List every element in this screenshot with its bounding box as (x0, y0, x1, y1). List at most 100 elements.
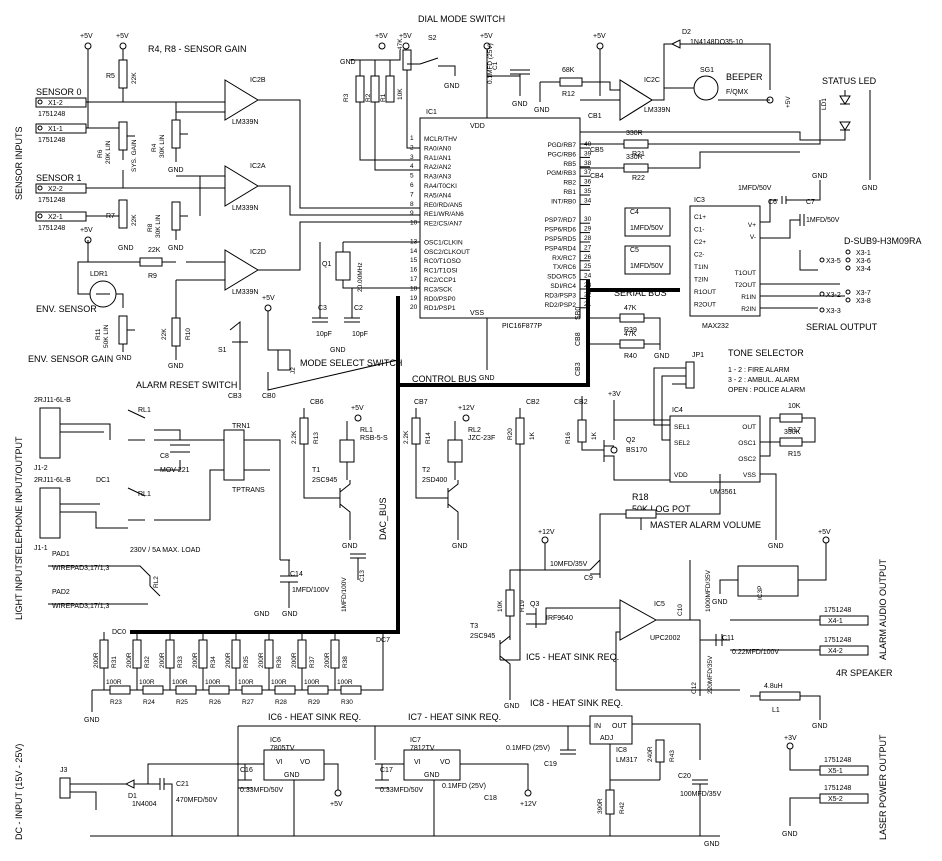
r7-label: R7 (106, 213, 115, 220)
sensor1-label: SENSOR 1 (36, 173, 82, 183)
c11-value: 0.22MFD/100V (732, 649, 779, 656)
t2-label: T2 (422, 467, 430, 474)
ic5-part: UPC2002 (650, 635, 680, 642)
dac-resistor-vertical (231, 639, 241, 669)
cb2-label-b: CB2 (574, 399, 588, 406)
ic6-part: 7805TV (270, 745, 295, 752)
gnd-label: GND (168, 363, 184, 370)
gnd-label: GND (712, 599, 728, 606)
ld1-label: LD1 (821, 98, 828, 110)
c19-label: C19 (544, 761, 557, 768)
volume-wires (599, 474, 721, 560)
r12-label: R12 (562, 91, 575, 98)
dac-resistor-label: R27 (242, 699, 254, 706)
dac-resistor-value: 100R (205, 679, 221, 686)
gnd-label: GND (168, 245, 184, 252)
d2-label: D2 (682, 29, 691, 36)
resistor-r15 (779, 437, 803, 447)
ic1-left-pin-number: 10 (410, 220, 418, 227)
crystal-q1 (335, 251, 351, 281)
power-terminal (84, 236, 92, 244)
r16-value: 1K (591, 431, 598, 440)
capacitor-c11 (700, 634, 730, 646)
dac-resistor-label: R32 (144, 656, 151, 668)
c4-value: 1MFD/50V (630, 225, 664, 232)
x3-7-label: X3-7 (856, 290, 871, 297)
v3-label-b: +3V (784, 735, 797, 742)
ldr1-label: LDR1 (90, 271, 108, 278)
trn1-label: TRN1 (232, 423, 250, 430)
dac-resistor-horizontal (175, 685, 197, 695)
v5-label: +5V (399, 33, 412, 40)
cb2-label: CB2 (526, 399, 540, 406)
dac-resistor-label: R31 (111, 656, 118, 668)
gnd-label: GND (534, 107, 550, 114)
r3-label: R3 (343, 93, 350, 102)
l1-value: 4.8uH (764, 683, 783, 690)
x5-1-label: X5-1 (828, 768, 843, 775)
ic1-left-pin-label: RC1/T1OSI (424, 268, 458, 275)
ic1-right-pin-number: 30 (584, 216, 592, 223)
resistor-r22 (623, 163, 649, 173)
x3-3-label: X3-3 (826, 308, 841, 315)
ic4-right-pin-label: OUT (742, 424, 756, 431)
ic1-left-pin-label: RD0/PSP0 (424, 296, 456, 303)
c5-value: 1MFD/50V (630, 263, 664, 270)
cb5-label: CB5 (590, 147, 604, 154)
ic8-in: IN (594, 723, 601, 730)
transistor-t2 (415, 408, 459, 540)
power-terminal (524, 789, 532, 797)
v5-label: +5V (480, 33, 493, 40)
power-terminal (402, 42, 410, 50)
x3-8-label: X3-8 (856, 298, 871, 305)
x3-5-label: X3-5 (826, 258, 841, 265)
jp1-wires (653, 367, 686, 441)
q1-label: Q1 (322, 261, 331, 268)
r1-label: R1 (380, 93, 387, 102)
pot-wiper (122, 329, 135, 352)
ic1-left-pin-label: MCLR/THV (424, 136, 458, 143)
status-led-label: STATUS LED (822, 76, 877, 86)
c20-label: C20 (678, 773, 691, 780)
ic1-vdd: VDD (470, 123, 485, 130)
ic6-vo: VO (300, 759, 311, 766)
dac-resistor-vertical (132, 639, 142, 669)
ic1-left-pin-number: 14 (410, 248, 418, 255)
input-wires (70, 763, 238, 810)
control-bus-line (396, 280, 590, 387)
dac-resistor-vertical (330, 639, 340, 669)
v5-label: +5V (80, 33, 93, 40)
dac-resistor-horizontal (274, 685, 296, 695)
power-terminal (354, 414, 362, 422)
c14-label: C14 (290, 571, 303, 578)
r14-value: 2.2K (403, 430, 410, 444)
r40-value: 47K (624, 331, 637, 338)
sys-gain-label: SYS. GAIN (131, 139, 138, 172)
resistor-r13 (299, 417, 309, 445)
dac-resistor-vertical (198, 639, 208, 669)
r2-label: R2 (365, 93, 372, 102)
ic1-left-pin-label: RA0/AN0 (424, 145, 451, 152)
dsub-wires (760, 250, 845, 309)
gnd-label: GND (342, 543, 358, 550)
j1-2-label: J1-2 (34, 465, 48, 472)
q1-value: 20.00MHz (357, 262, 364, 292)
ic1-left-pin-number: 18 (410, 285, 418, 292)
ic7-part: 7812TV (410, 745, 435, 752)
ic3-left-pin-label: C1+ (694, 214, 706, 221)
ic3-left-pin-label: C2+ (694, 239, 706, 246)
ic1-right-pin-number: 36 (584, 179, 592, 186)
r19-value: 10K (497, 600, 504, 612)
dac-resistor-horizontal (208, 685, 230, 695)
relay-rl1-coil (339, 439, 355, 463)
dac-resistor-vertical (264, 639, 274, 669)
x1-2-label: X1-2 (48, 100, 63, 107)
ic3-right-pin-label: T1OUT (735, 270, 756, 277)
comparator-ic2d (224, 249, 259, 291)
rl1-coil-label: RL1 (360, 427, 373, 434)
r42-label: R42 (619, 802, 626, 814)
